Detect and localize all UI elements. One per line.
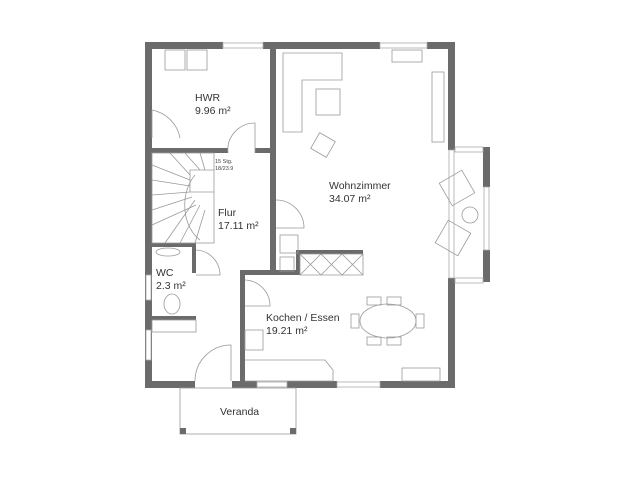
stairs-ratio: 18/23.9 [215, 166, 233, 172]
doors [151, 109, 305, 382]
room-name-wohnzimmer: Wohnzimmer [329, 180, 391, 192]
room-area-flur: 17.11 m² [218, 220, 259, 232]
room-area-hwr: 9.96 m² [195, 105, 231, 117]
room-name-wc: WC [156, 267, 174, 279]
room-area-wc: 2.3 m² [156, 280, 186, 292]
room-name-veranda: Veranda [220, 406, 259, 418]
staircase [151, 152, 215, 244]
room-area-kochen-essen: 19.21 m² [266, 325, 308, 337]
stairs-steps: 15 Stg. [215, 159, 233, 165]
furniture [151, 49, 479, 382]
room-area-wohnzimmer: 34.07 m² [329, 193, 371, 205]
room-name-flur: Flur [218, 207, 237, 219]
room-name-kochen-essen: Kochen / Essen [266, 312, 340, 324]
veranda [179, 387, 297, 435]
room-name-hwr: HWR [195, 92, 220, 104]
walls [145, 42, 490, 388]
windows [145, 42, 490, 388]
